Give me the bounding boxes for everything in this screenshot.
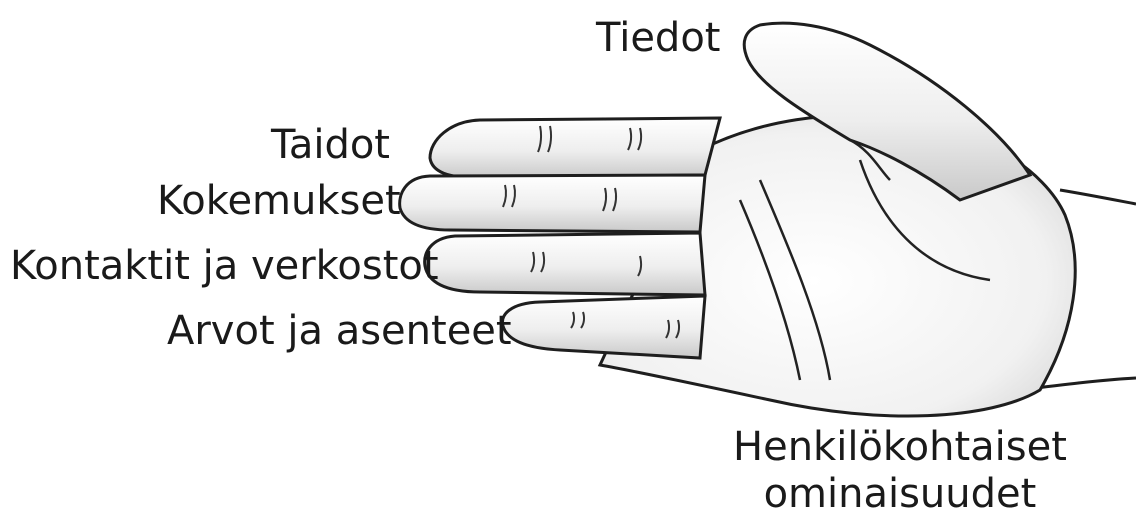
label-henkilokohtaiset-ominaisuudet: Henkilökohtaiset ominaisuudet xyxy=(733,424,1067,518)
label-tiedot: Tiedot xyxy=(596,18,720,58)
finger-kontaktit xyxy=(425,233,705,295)
label-taidot: Taidot xyxy=(271,125,390,165)
wrist-outline xyxy=(1060,190,1136,204)
label-kontaktit-ja-verkostot: Kontaktit ja verkostot xyxy=(10,246,439,286)
label-kokemukset: Kokemukset xyxy=(157,181,401,221)
label-arvot-ja-asenteet: Arvot ja asenteet xyxy=(167,311,512,351)
finger-arvot xyxy=(502,296,705,358)
finger-taidot xyxy=(430,118,720,178)
finger-kokemukset xyxy=(400,175,705,232)
label-henkilokohtaiset-line2: ominaisuudet xyxy=(733,471,1067,518)
label-henkilokohtaiset-line1: Henkilökohtaiset xyxy=(733,424,1067,471)
